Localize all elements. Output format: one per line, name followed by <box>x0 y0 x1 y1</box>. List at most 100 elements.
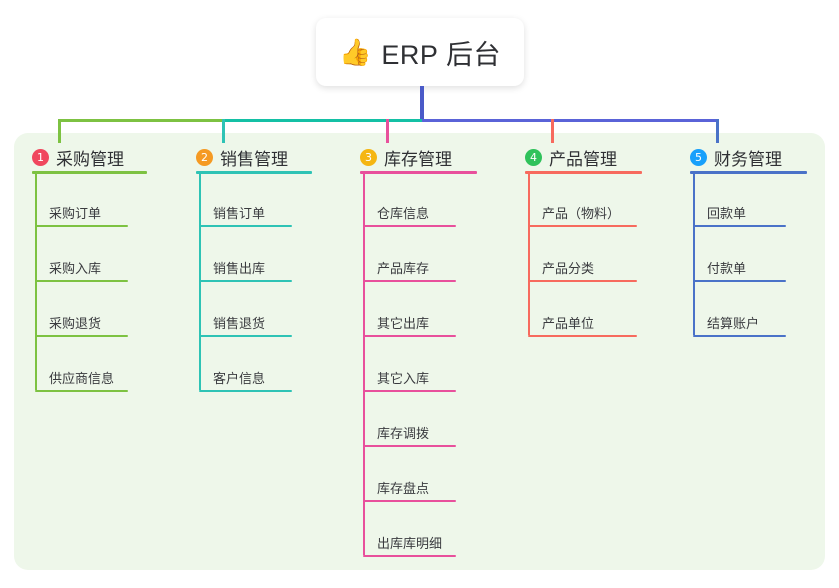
leaf-item[interactable]: 销售退货 <box>199 313 292 337</box>
leaf-label: 采购退货 <box>49 316 102 331</box>
leaf-label: 产品单位 <box>542 316 595 331</box>
leaf-item[interactable]: 其它出库 <box>363 313 456 337</box>
leaf-underline <box>693 225 786 227</box>
leaf-item[interactable]: 库存调拨 <box>363 423 456 447</box>
bus-segment-mid <box>222 119 425 122</box>
leaf-underline <box>693 280 786 282</box>
leaf-underline <box>528 225 637 227</box>
column-title-4: 产品管理 <box>549 149 617 169</box>
leaf-item[interactable]: 客户信息 <box>199 368 292 392</box>
column-trunk-line-5 <box>693 171 695 335</box>
column-trunk-line-4 <box>528 171 530 335</box>
leaf-item[interactable]: 产品库存 <box>363 258 456 282</box>
leaf-item[interactable]: 产品分类 <box>528 258 637 282</box>
column-drop-line-4 <box>551 119 554 143</box>
column-drop-line-3 <box>386 119 389 143</box>
column-header-2[interactable]: 2 销售管理 <box>196 146 288 169</box>
leaf-item[interactable]: 回款单 <box>693 203 786 227</box>
leaf-underline <box>199 225 292 227</box>
leaf-label: 产品分类 <box>542 261 595 276</box>
leaf-item[interactable]: 付款单 <box>693 258 786 282</box>
root-node[interactable]: 👍 ERP 后台 <box>316 18 524 86</box>
leaf-item[interactable]: 销售订单 <box>199 203 292 227</box>
leaf-underline <box>363 445 456 447</box>
leaf-label: 回款单 <box>707 206 747 221</box>
leaf-label: 结算账户 <box>707 316 760 331</box>
leaf-item[interactable]: 产品单位 <box>528 313 637 337</box>
leaf-underline <box>199 335 292 337</box>
column-4: 4 产品管理产品（物料） 产品分类产品单位 <box>525 146 642 337</box>
column-title-5: 财务管理 <box>714 149 782 169</box>
leaf-underline <box>363 390 456 392</box>
leaf-item[interactable]: 销售出库 <box>199 258 292 282</box>
leaf-underline <box>363 335 456 337</box>
leaf-item[interactable]: 仓库信息 <box>363 203 456 227</box>
leaf-item[interactable]: 其它入库 <box>363 368 456 392</box>
column-1: 1 采购管理采购订单采购入库采购退货供应商信息 <box>32 146 147 392</box>
column-underline-4 <box>525 171 642 174</box>
leaf-label: 供应商信息 <box>49 371 115 386</box>
leaf-label: 仓库信息 <box>377 206 430 221</box>
leaf-underline <box>199 390 292 392</box>
leaf-label: 付款单 <box>707 261 747 276</box>
leaf-label: 出库库明细 <box>377 536 443 551</box>
column-drop-line-5 <box>716 119 719 143</box>
leaf-item[interactable]: 出库库明细 <box>363 533 456 557</box>
leaf-label: 库存盘点 <box>377 481 430 496</box>
column-drop-line-2 <box>222 119 225 143</box>
leaf-label: 产品（物料） <box>542 206 621 221</box>
leaf-item[interactable]: 采购入库 <box>35 258 128 282</box>
leaf-label: 销售出库 <box>213 261 266 276</box>
column-underline-2 <box>196 171 312 174</box>
bus-segment-right <box>422 119 719 122</box>
column-trunk-line-3 <box>363 171 365 555</box>
leaf-label: 产品库存 <box>377 261 430 276</box>
bus-segment-left <box>58 119 225 122</box>
leaf-item[interactable]: 供应商信息 <box>35 368 128 392</box>
leaf-item[interactable]: 采购订单 <box>35 203 128 227</box>
column-badge-1: 1 <box>32 148 49 166</box>
leaf-label: 其它出库 <box>377 316 430 331</box>
column-header-1[interactable]: 1 采购管理 <box>32 146 124 169</box>
column-underline-3 <box>360 171 477 174</box>
leaf-underline <box>199 280 292 282</box>
leaf-underline <box>35 390 128 392</box>
leaf-underline <box>35 225 128 227</box>
root-title: ERP 后台 <box>381 39 501 70</box>
leaf-underline <box>35 280 128 282</box>
root-stem-line <box>420 86 424 122</box>
leaf-underline <box>363 500 456 502</box>
leaf-item[interactable]: 采购退货 <box>35 313 128 337</box>
leaf-label: 其它入库 <box>377 371 430 386</box>
diagram-panel <box>14 133 825 570</box>
column-title-2: 销售管理 <box>220 149 288 169</box>
column-underline-1 <box>32 171 147 174</box>
leaf-label: 采购订单 <box>49 206 102 221</box>
column-title-1: 采购管理 <box>56 149 124 169</box>
leaf-label: 采购入库 <box>49 261 102 276</box>
leaf-label: 销售退货 <box>213 316 266 331</box>
leaf-underline <box>528 335 637 337</box>
leaf-label: 销售订单 <box>213 206 266 221</box>
column-drop-line-1 <box>58 119 61 143</box>
leaf-item[interactable]: 库存盘点 <box>363 478 456 502</box>
thumbs-up-icon: 👍 <box>339 37 372 67</box>
leaf-underline <box>35 335 128 337</box>
leaf-item[interactable]: 结算账户 <box>693 313 786 337</box>
column-badge-2: 2 <box>196 148 213 166</box>
column-title-3: 库存管理 <box>384 149 452 169</box>
leaf-underline <box>528 280 637 282</box>
column-2: 2 销售管理销售订单销售出库销售退货客户信息 <box>196 146 312 392</box>
leaf-underline <box>363 225 456 227</box>
leaf-label: 库存调拨 <box>377 426 430 441</box>
leaf-underline <box>363 555 456 557</box>
column-badge-4: 4 <box>525 148 542 166</box>
column-header-4[interactable]: 4 产品管理 <box>525 146 617 169</box>
leaf-item[interactable]: 产品（物料） <box>528 203 637 227</box>
leaf-underline <box>693 335 786 337</box>
